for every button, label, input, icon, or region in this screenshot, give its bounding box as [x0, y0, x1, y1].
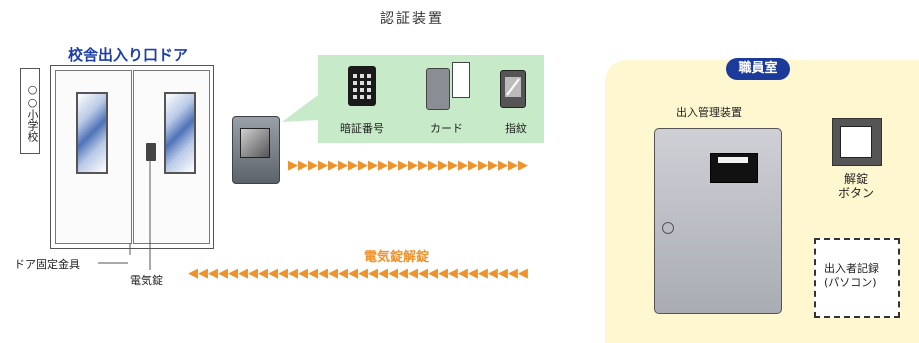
fingerprint-reader-icon	[500, 70, 526, 108]
entry-record-label: 出入者記録 (パソコン)	[824, 262, 879, 289]
unlock-label: 電気錠解錠	[364, 250, 430, 265]
release-button	[840, 126, 872, 158]
manager-device-label: 出入管理装置	[676, 106, 742, 119]
electric-lock-icon	[146, 143, 156, 161]
keypad-icon	[348, 66, 376, 106]
cabinet-display-bar	[718, 157, 748, 163]
card-reader-icon	[426, 68, 450, 110]
entry-record-pc-box	[814, 238, 900, 318]
method-label-card: カード	[430, 122, 463, 135]
door-fixture-label: ドア固定金具	[14, 258, 80, 271]
signal-arrow-to-office: ▶▶▶▶▶▶▶▶▶▶▶▶▶▶▶▶▶▶▶▶▶▶▶▶	[288, 158, 528, 173]
page-title: 認証装置	[380, 11, 444, 27]
electric-lock-label: 電気錠	[130, 274, 163, 287]
unlock-arrow-to-door: ◀◀◀◀◀◀◀◀◀◀◀◀◀◀◀◀◀◀◀◀◀◀◀◀◀◀◀◀◀◀◀◀◀◀	[188, 266, 528, 281]
staff-room-badge: 職員室	[726, 58, 790, 80]
auth-device-screen	[240, 128, 270, 158]
method-label-pin: 暗証番号	[340, 122, 384, 135]
door-window-left	[76, 92, 108, 174]
door-title: 校舎出入り口ドア	[68, 46, 189, 64]
card-icon	[452, 62, 470, 98]
release-button-label: 解錠 ボタン	[837, 172, 874, 200]
school-name-sign: ○○小学校	[20, 68, 40, 154]
door-window-right	[164, 92, 196, 174]
method-label-fingerprint: 指紋	[505, 122, 527, 135]
cabinet-keyhole-icon	[662, 222, 674, 234]
